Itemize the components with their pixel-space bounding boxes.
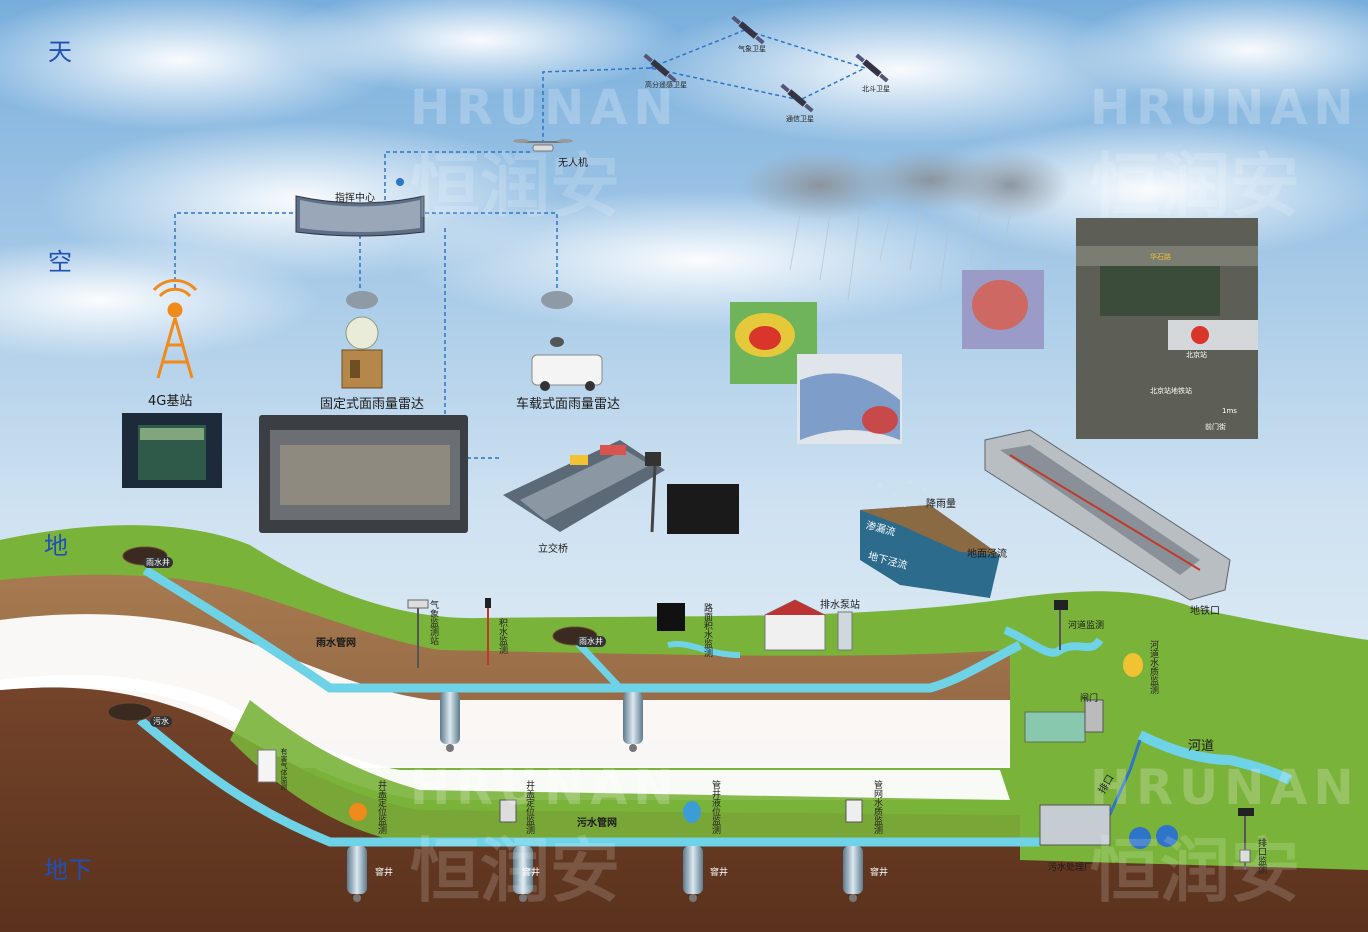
rainfall-label: 降雨量 (926, 499, 956, 510)
weather-station-label: 气象监测站 (428, 600, 438, 645)
watermark-cn-3: 恒润安 (410, 830, 620, 912)
side-label-air: 空 (48, 248, 72, 276)
outlet-monitor-label: 排口监测 (1256, 838, 1266, 874)
overpass-label: 立交桥 (538, 544, 568, 555)
river-monitor-label: 河道监测 (1068, 621, 1105, 631)
outlet-monitor-icon (1238, 808, 1254, 870)
watermark-en-1: HRUNAN (410, 80, 680, 136)
gate-icon (1024, 699, 1104, 743)
road-water-sensor-icon (657, 603, 741, 658)
rain-manholes (440, 692, 643, 752)
satellite-label-remote: 高分遥感卫星 (645, 81, 687, 89)
side-label-ground: 地 (44, 532, 68, 560)
gate-label: 闸门 (1080, 694, 1099, 704)
command-center-label: 指挥中心 (335, 193, 375, 204)
map-station2-label: 北京站地铁站 (1150, 387, 1192, 395)
watermark-en-4: HRUNAN (1090, 760, 1360, 816)
cover-monitor-icons (349, 799, 863, 823)
water-level-label: 积水监测 (497, 618, 507, 654)
side-label-underground: 地下 (44, 856, 92, 884)
manhole-label-4: 窨井 (870, 868, 889, 878)
command-center-building (295, 178, 425, 237)
rain-pipe (142, 566, 1023, 693)
satellite-icons (643, 15, 889, 113)
watermark-en-3: HRUNAN (410, 760, 680, 816)
gas-monitor-label: 有害气体监测 (280, 748, 288, 790)
manhole-label-2: 窨井 (522, 868, 541, 878)
weather-station-icon (407, 599, 429, 668)
satellite-label-weather: 气象卫星 (738, 45, 766, 53)
river-label: 河道 (1188, 739, 1215, 754)
watermark-en-2: HRUNAN (1090, 80, 1360, 136)
gas-monitor-icon (257, 749, 277, 783)
rain-well-tag: 雨水井 (143, 557, 173, 568)
cell-tower-icon (152, 279, 198, 379)
side-label-sky: 天 (48, 38, 72, 66)
rain-network-label: 雨水管网 (316, 638, 356, 649)
manhole-label-1: 窨井 (375, 868, 394, 878)
level-monitor-label: 管井液位监测 (710, 780, 720, 834)
drone-label: 无人机 (558, 158, 588, 169)
overpass-illustration (503, 440, 665, 533)
drone-icon (513, 139, 573, 152)
infiltration-diagram (860, 479, 1000, 598)
map-station-label: 北京站 (1186, 351, 1207, 359)
surface-flow-label: 地面泾流 (967, 549, 1007, 560)
base-station-label: 4G基站 (148, 394, 193, 409)
night-camera-photo (667, 484, 739, 534)
subway-cutaway (984, 429, 1231, 601)
cover-monitor-1-label: 井盖定位监测 (376, 780, 386, 834)
manhole-label-3: 窨井 (710, 868, 729, 878)
pump-station-icon (764, 599, 853, 651)
sewage-well-tag: 污水 (150, 716, 172, 727)
map-dist-label: 1ms (1222, 407, 1237, 415)
river-features (1003, 600, 1293, 785)
vehicle-radar-label: 车载式面雨量雷达 (516, 397, 621, 412)
outlet-pipe (1103, 739, 1142, 826)
white-gap-2 (0, 674, 1010, 800)
map-road-label: 华石路 (1150, 253, 1171, 261)
vehicle-radar-icon (531, 337, 603, 391)
sewage-network-label: 污水管网 (577, 818, 617, 829)
deep-soil-layer (0, 687, 1368, 932)
treatment-plant-label: 污水处理厂 (1048, 863, 1094, 873)
watermark-cn-2: 恒润安 (1090, 145, 1300, 227)
river-quality-label: 河道水质监测 (1148, 640, 1158, 694)
subway-label: 地铁口 (1190, 606, 1220, 617)
watermark-cn-4: 恒润安 (1090, 830, 1300, 912)
treatment-plant-icon (1039, 804, 1178, 849)
cover-monitor-2-label: 井盖定位监测 (524, 780, 534, 834)
satellite-label-comm: 通信卫星 (786, 115, 814, 123)
rain-well-tag-2: 雨水井 (576, 636, 606, 647)
rain-cloud-icons (346, 291, 573, 309)
fixed-radar-icon (341, 316, 383, 389)
network-links (174, 29, 868, 459)
watermark-cn-1: 恒润安 (410, 145, 620, 227)
sewage-manholes (347, 846, 863, 902)
flow-monitor-label: 管网水质监测 (872, 780, 882, 834)
satellite-label-beidou: 北斗卫星 (862, 85, 890, 93)
map-street-label: 前门街 (1205, 423, 1226, 431)
fixed-radar-label: 固定式面雨量雷达 (320, 397, 425, 412)
rain-cloud (740, 148, 1070, 301)
sewage-pipe (137, 716, 1040, 847)
pump-station-label: 排水泵站 (820, 600, 860, 611)
road-water-label: 路面积水监测 (702, 603, 712, 657)
water-level-sensor-icon (485, 598, 491, 665)
